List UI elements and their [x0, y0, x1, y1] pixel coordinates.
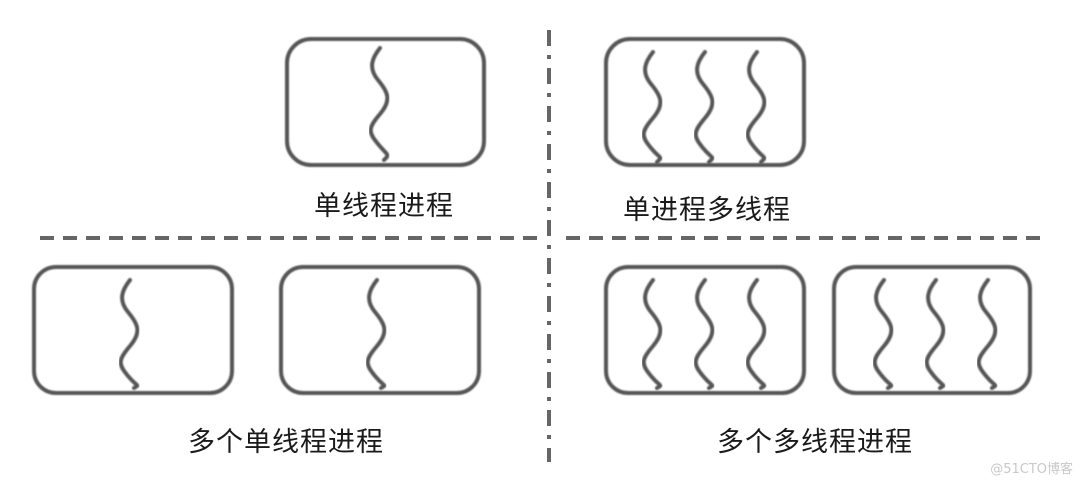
quadrant-multi-single-thread-process [32, 265, 481, 395]
caption-multi-multi-thread-process: 多个多线程进程 [717, 427, 913, 458]
thread-line [641, 50, 663, 164]
process-box [285, 37, 486, 167]
thread-line [924, 278, 946, 390]
thread-line [365, 278, 387, 390]
caption-single-thread-process: 单线程进程 [314, 191, 454, 222]
watermark-text: @51CTO博客 [990, 462, 1073, 477]
process-box [604, 37, 806, 167]
process-box [279, 265, 481, 395]
thread-line [368, 46, 390, 162]
thread-line [745, 278, 767, 390]
thread-line [976, 278, 998, 390]
process-box [32, 265, 234, 395]
process-box [604, 265, 806, 395]
thread-line [745, 50, 767, 164]
caption-single-process-multi-thread: 单进程多线程 [623, 195, 791, 226]
caption-multi-single-thread-process: 多个单线程进程 [188, 427, 384, 458]
thread-line [693, 278, 715, 390]
thread-line [641, 278, 663, 390]
quadrant-single-thread-process [285, 37, 486, 167]
thread-line [118, 278, 140, 390]
thread-line [693, 50, 715, 164]
quadrant-single-process-multi-thread [604, 37, 806, 167]
process-box [832, 265, 1032, 395]
thread-line [872, 278, 894, 390]
quadrant-multi-multi-thread-process [604, 265, 1032, 395]
